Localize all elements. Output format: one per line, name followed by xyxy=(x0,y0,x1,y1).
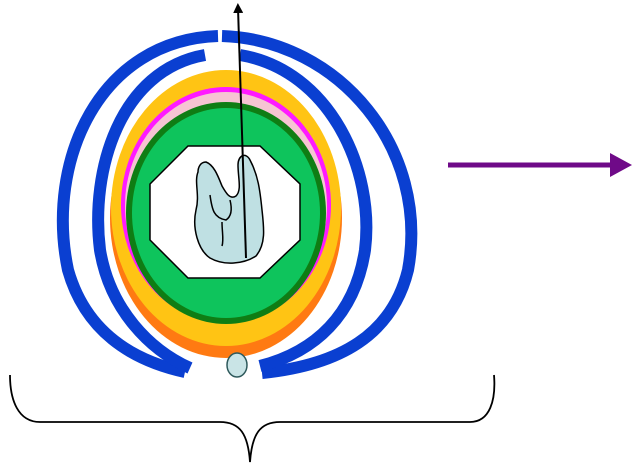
right-arrow-head xyxy=(610,153,632,177)
curly-brace xyxy=(10,375,494,462)
bottom-circle xyxy=(227,353,247,377)
core-inner-line-2 xyxy=(222,222,223,246)
